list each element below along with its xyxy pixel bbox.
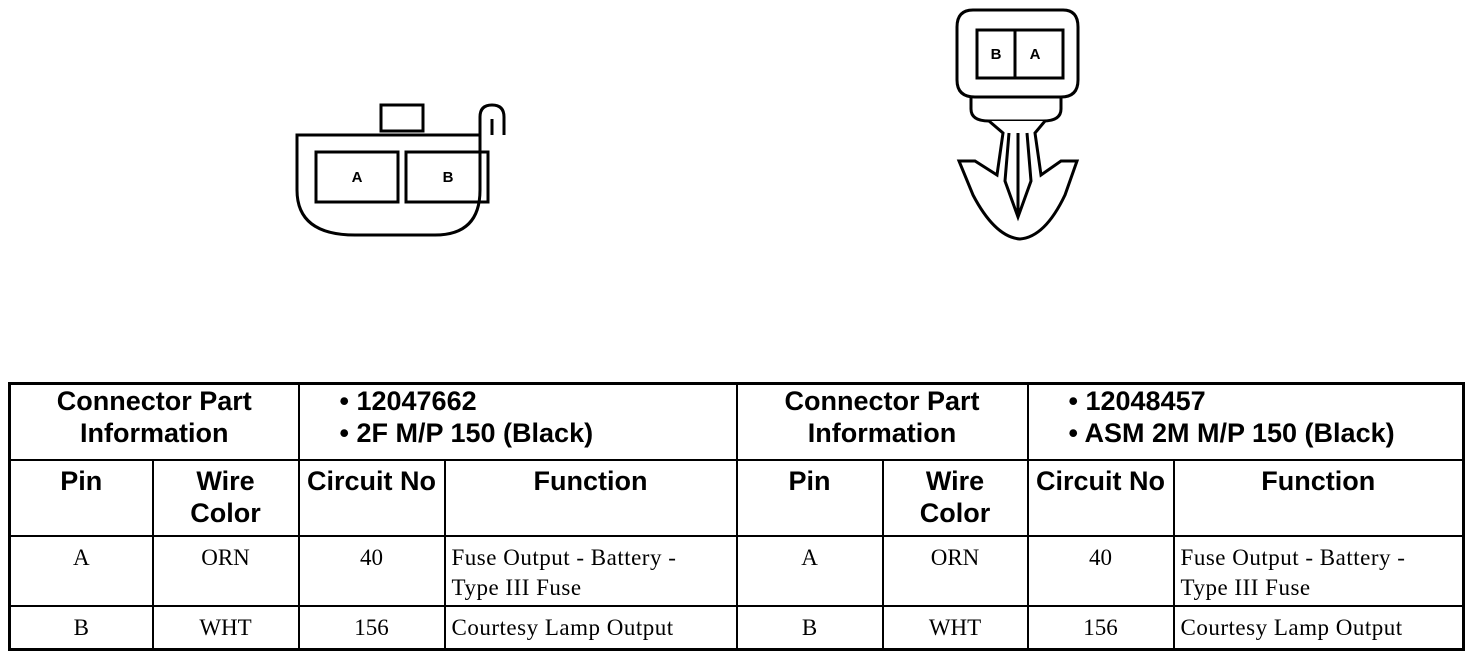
left-circuit-cell: 40 xyxy=(297,534,446,607)
part-info-row: Connector Part Information • 12047662 • … xyxy=(8,382,1465,461)
right-circuit-cell: 156 xyxy=(1026,604,1175,651)
right-part-info-label: Connector Part Information xyxy=(735,382,1029,461)
table-row: B WHT 156 Courtesy Lamp Output B WHT 156… xyxy=(8,604,1465,651)
right-function-cell: Courtesy Lamp Output xyxy=(1172,604,1465,651)
left-part-number: • 12047662 xyxy=(339,386,477,416)
right-pin-cell: B xyxy=(735,604,884,651)
right-part-info: • 12048457 • ASM 2M M/P 150 (Black) xyxy=(1026,382,1465,461)
left-function-cell: Courtesy Lamp Output xyxy=(443,604,738,651)
col-circuit-no-left: Circuit No xyxy=(297,458,446,537)
right-part-description: • ASM 2M M/P 150 (Black) xyxy=(1068,418,1395,448)
left-part-info: • 12047662 • 2F M/P 150 (Black) xyxy=(297,382,738,461)
col-pin-right: Pin xyxy=(735,458,884,537)
left-wire-cell: WHT xyxy=(151,604,300,651)
right-pin-cell: A xyxy=(735,534,884,607)
connector-drawings: A B B A xyxy=(295,8,1080,241)
right-part-number: • 12048457 xyxy=(1068,386,1206,416)
col-wire-color-right: Wire Color xyxy=(881,458,1029,537)
right-connector-diagram: B A xyxy=(955,8,1080,241)
connector-info-table: Connector Part Information • 12047662 • … xyxy=(8,382,1466,651)
left-part-info-label: Connector Part Information xyxy=(8,382,300,461)
table-row: A ORN 40 Fuse Output - Battery - Type II… xyxy=(8,534,1465,607)
left-pin-a-label: A xyxy=(352,169,363,186)
right-pin-a-label: A xyxy=(1030,46,1041,63)
left-pin-b-label: B xyxy=(443,169,454,186)
left-wire-cell: ORN xyxy=(151,534,300,607)
col-wire-color-left: Wire Color xyxy=(151,458,300,537)
left-part-description: • 2F M/P 150 (Black) xyxy=(339,418,594,448)
left-pin-cell: A xyxy=(8,534,154,607)
col-pin-left: Pin xyxy=(8,458,154,537)
right-pin-b-label: B xyxy=(991,46,1002,63)
left-pin-cell: B xyxy=(8,604,154,651)
right-circuit-cell: 40 xyxy=(1026,534,1175,607)
right-function-cell: Fuse Output - Battery - Type III Fuse xyxy=(1172,534,1465,607)
left-function-cell: Fuse Output - Battery - Type III Fuse xyxy=(443,534,738,607)
col-function-left: Function xyxy=(443,458,738,537)
col-function-right: Function xyxy=(1172,458,1465,537)
col-circuit-no-right: Circuit No xyxy=(1026,458,1175,537)
left-circuit-cell: 156 xyxy=(297,604,446,651)
right-wire-cell: WHT xyxy=(881,604,1029,651)
left-connector-diagram: A B xyxy=(295,103,506,237)
right-wire-cell: ORN xyxy=(881,534,1029,607)
column-header-row: Pin Wire Color Circuit No Function Pin W… xyxy=(8,458,1465,537)
